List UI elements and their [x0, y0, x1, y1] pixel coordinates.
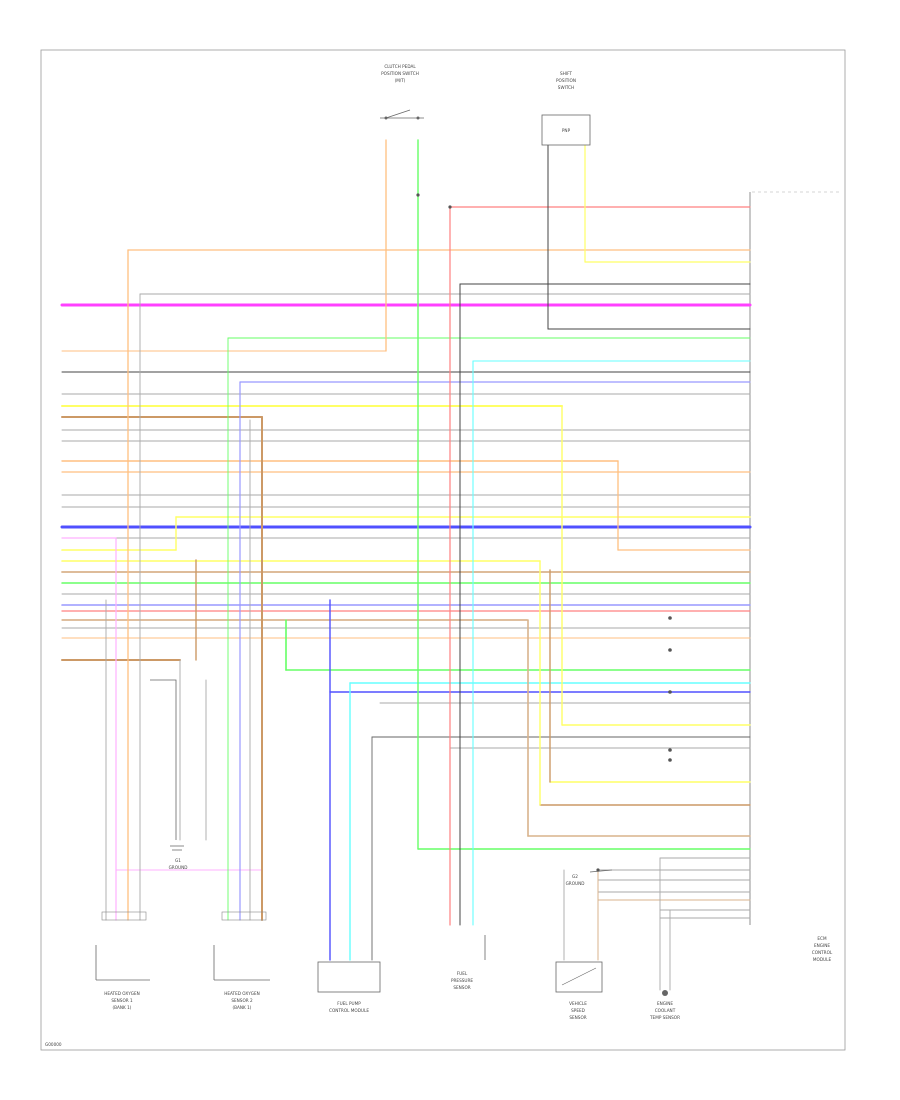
oxygen-sensor-2-label-1: SENSOR 2: [231, 998, 253, 1003]
junction-dot: [668, 748, 672, 752]
vehicle-speed-sensor-label-0: VEHICLE: [569, 1001, 587, 1006]
ect-label-1: COOLANT: [655, 1008, 676, 1013]
ground-left-symbol: [150, 679, 184, 851]
vehicle-speed-sensor-label-1: SPEED: [571, 1008, 585, 1013]
ground-left-label-0: G1: [175, 858, 181, 863]
ground-left-label-1: GROUND: [169, 865, 188, 870]
fuel-pressure-sensor-label-1: PRESSURE: [451, 978, 473, 983]
junction-dot: [668, 616, 672, 620]
junction-dot: [596, 868, 600, 872]
ecm-label-3: MODULE: [813, 957, 832, 962]
fuel-pressure-sensor-label-2: SENSOR: [453, 985, 470, 990]
clutch-switch: [380, 109, 424, 120]
clutch-switch-label-1: POSITION SWITCH: [381, 71, 419, 76]
ect-label-2: TEMP SENSOR: [649, 1015, 680, 1020]
fuel-pump-control-label-1: CONTROL MODULE: [329, 1008, 369, 1013]
oxygen-sensor-1-label-0: HEATED OXYGEN: [104, 991, 140, 996]
junction-dots: [416, 193, 672, 872]
oxygen-sensor-1-label-1: SENSOR 1: [111, 998, 133, 1003]
o2s1-connector: [101, 911, 147, 921]
o2s2-connector: [221, 911, 267, 921]
junction-dot: [668, 648, 672, 652]
horizontal-wires: [60, 206, 752, 919]
oxygen-sensor-1-label-2: (BANK 1): [113, 1005, 132, 1010]
oxygen-sensor-2-body: [213, 911, 270, 981]
ecm-label-1: ENGINE: [814, 943, 830, 948]
clutch-switch-contact: [416, 116, 420, 120]
shift-switch-box: [541, 114, 591, 146]
fuel-pressure-sensor-label-0: FUEL: [457, 971, 468, 976]
shift-switch-label-0: SHIFT: [560, 71, 572, 76]
ground-right-label-1: GROUND: [566, 881, 585, 886]
ground-right-symbol: [589, 869, 613, 873]
vertical-wires: [105, 139, 671, 991]
vehicle-speed-sensor-label-2: SENSOR: [569, 1015, 586, 1020]
oxygen-sensor-2-label-2: (BANK 1): [233, 1005, 252, 1010]
ect-label-0: ENGINE: [657, 1001, 673, 1006]
ecm-label-2: CONTROL: [812, 950, 833, 955]
clutch-switch-pivot: [384, 116, 388, 120]
junction-dot: [668, 758, 672, 762]
oxygen-sensor-1-body: [95, 911, 150, 981]
ect-sensor-symbol: [662, 990, 668, 996]
vehicle-speed-sensor-box: [555, 961, 603, 993]
shift-switch-label-2: SWITCH: [558, 85, 574, 90]
fuel-pump-control-label-0: FUEL PUMP: [337, 1001, 361, 1006]
oxygen-sensor-2-label-0: HEATED OXYGEN: [224, 991, 260, 996]
ecm-label-0: ECM: [817, 936, 827, 941]
shift-switch-box-label: PNP: [562, 128, 571, 133]
clutch-switch-blade: [385, 109, 411, 119]
diagram-frame: [40, 49, 846, 1051]
junction-dot: [416, 193, 420, 197]
vss-symbol: [561, 967, 597, 986]
ground-right-label-0: G2: [572, 874, 578, 879]
shift-switch-label-1: POSITION: [556, 78, 576, 83]
clutch-switch-label-0: CLUTCH PEDAL: [384, 64, 416, 69]
clutch-switch-label-2: (M/T): [395, 78, 406, 83]
fuel-pump-control-box: [317, 961, 381, 993]
junction-dot: [448, 205, 452, 209]
diagram-footer: G00000: [45, 1042, 62, 1047]
junction-dot: [668, 690, 672, 694]
